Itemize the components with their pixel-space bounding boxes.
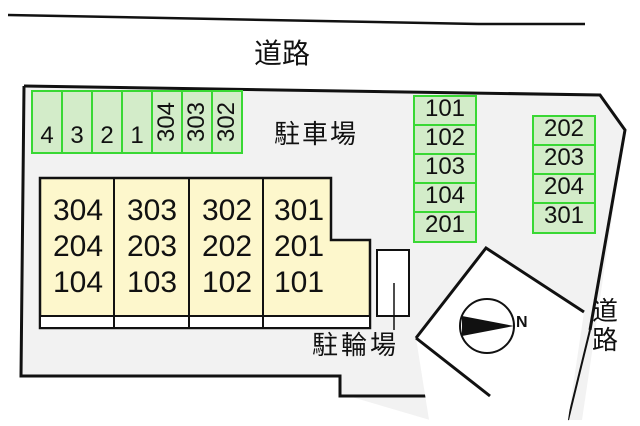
north-label: N [516,314,528,331]
unit-label: 201 [273,230,325,263]
parking-slot: 301 [532,202,596,234]
bicycle-shed [376,249,410,317]
compass-area-outline [414,245,585,339]
unit-label: 103 [126,266,178,299]
parking-slot: 302 [211,90,243,154]
compass-needle-icon [462,316,514,336]
road-label-top: 道路 [254,37,311,70]
unit-label: 101 [273,266,325,299]
unit-label: 104 [52,266,104,299]
parking-slot: 103 [413,153,477,184]
unit-label: 302 [201,194,253,227]
unit-label: 202 [201,230,253,263]
parking-slot: 203 [532,144,596,175]
road-edge-line [7,13,479,26]
unit-label: 303 [126,194,178,227]
parking-slot: 204 [532,173,596,204]
unit-label: 304 [52,194,104,227]
unit-label: 102 [201,266,253,299]
unit-label: 203 [126,230,178,263]
road-label-right: 道路 [591,297,618,356]
unit-label: 301 [273,194,325,227]
unit-label: 204 [52,230,104,263]
parking-slot: 101 [413,95,477,126]
parking-slot: 104 [413,182,477,213]
lot-boundary-outline [23,84,627,331]
road-edge-right [567,329,591,421]
parking-slot: 202 [532,115,596,146]
parking-slot: 1 [121,90,153,154]
parking-slot: 3 [61,90,93,154]
lot-boundary-outline-left [19,85,430,398]
parking-slot: 2 [91,90,123,154]
parking-slot: 303 [181,90,213,154]
balcony-strip [39,315,371,329]
parking-slot: 304 [151,90,183,154]
bicycle-parking-label: 駐輪場 [312,331,400,361]
parking-slot: 4 [31,90,63,154]
parking-lot-label: 駐車場 [274,120,359,150]
compass-area-outline [415,336,491,398]
parking-slot: 102 [413,124,477,155]
parking-slot: 201 [413,211,477,243]
